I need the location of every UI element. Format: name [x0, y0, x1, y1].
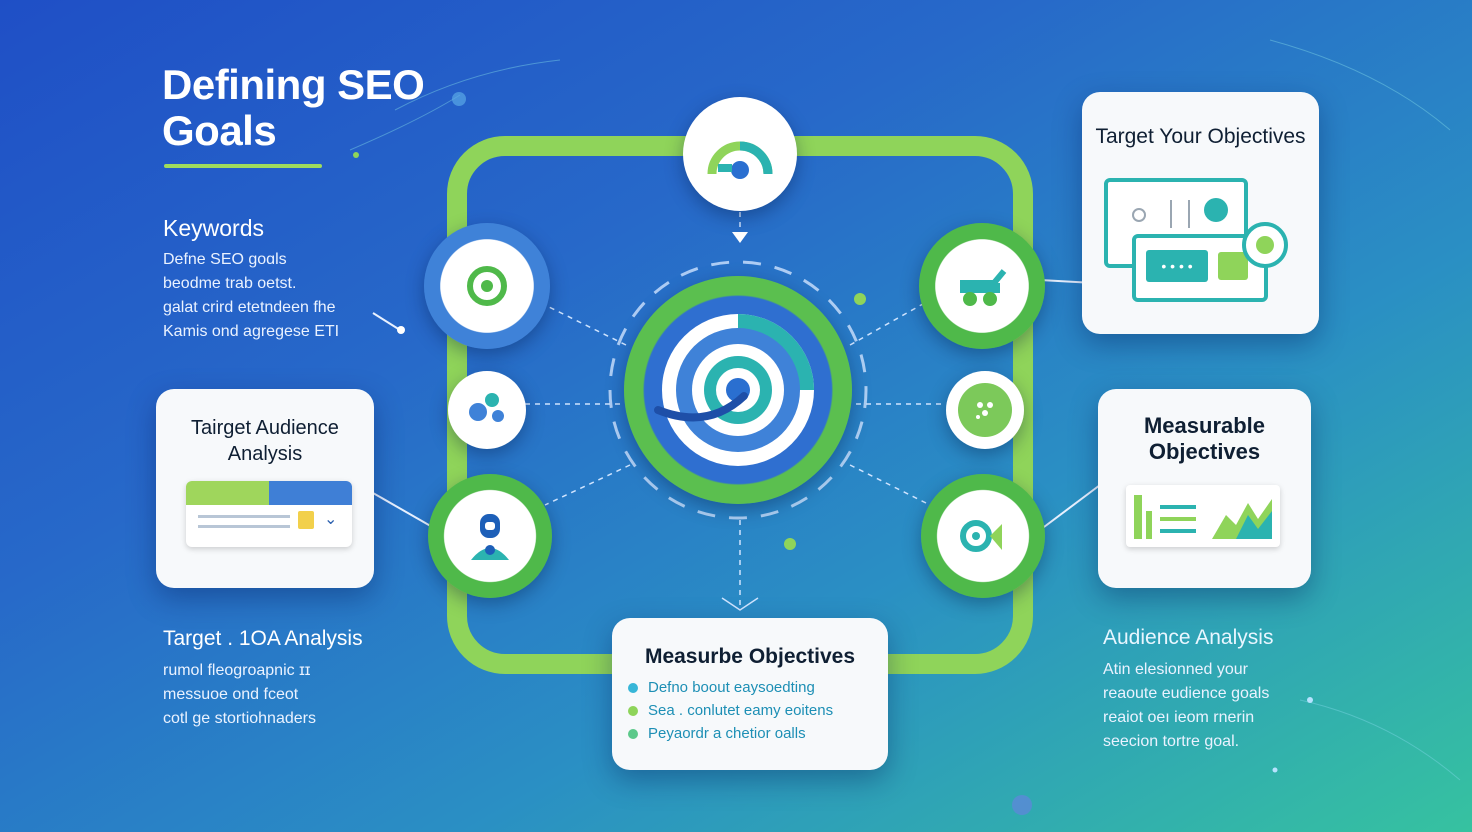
chevron-down-icon[interactable]: ⌄ — [324, 511, 338, 528]
dots-node[interactable] — [946, 371, 1024, 449]
objectives-list: Defno boout eaysoedting Sea . conlutet e… — [628, 676, 833, 745]
measurable-objectives-title: Measurable Objectives — [1143, 413, 1266, 464]
list-item-text: Defno boout eaysoedting — [648, 679, 815, 696]
text-line: galat crird etetndeen fhe — [163, 299, 336, 316]
bullet-icon — [628, 682, 638, 693]
left-top-heading: Keywords — [163, 215, 264, 241]
network-node[interactable] — [448, 371, 526, 449]
left-bottom-heading: Target . 1OA Analysis — [163, 627, 363, 650]
network-icon — [469, 393, 504, 422]
title-underline — [164, 164, 322, 168]
dots-icon — [958, 383, 1012, 437]
left-bottom-block: Target . 1OA Analysis rumol fleogroapnic… — [163, 625, 403, 731]
target-audience-card[interactable]: Tairget Audience Analysis ⌄ — [156, 389, 374, 588]
gauge-node[interactable] — [683, 97, 797, 211]
text-line: reaoute eudience goals — [1103, 685, 1270, 702]
text-line: seecion tortre goal. — [1103, 733, 1240, 750]
form-widget: ⌄ — [186, 481, 352, 547]
list-item: Defno boout eaysoedting — [628, 676, 833, 699]
badge-icon — [1242, 222, 1288, 268]
target-objectives-title: Target Your Objectives — [1095, 125, 1306, 148]
center-target[interactable] — [624, 276, 852, 504]
text-line: Kamis ond agregese ETI — [163, 323, 340, 340]
truck-node[interactable] — [919, 223, 1045, 349]
chat-node[interactable] — [424, 223, 550, 349]
left-top-block: Keywords Defne SEO goɑls beodme trab oet… — [163, 214, 383, 344]
text-line: messuoe ond fceot — [163, 686, 299, 703]
bullet-icon — [628, 705, 638, 716]
target-audience-title: Tairget Audience Analysis — [191, 417, 339, 465]
panel-widget: • • • • — [1132, 234, 1268, 302]
list-item: Sea . conlutet eamy eoitens — [628, 699, 833, 722]
right-bottom-text: Atin elesionned your reaoute eudience go… — [1103, 658, 1343, 754]
gauge-icon — [707, 141, 773, 179]
right-bottom-block: Audience Analysis Atin elesionned your r… — [1103, 624, 1343, 754]
bullet-icon — [628, 728, 638, 739]
cycle-node[interactable] — [921, 474, 1045, 598]
left-bottom-text: rumol fleogroapnic ɪɪ messuoe ond fceot … — [163, 659, 403, 731]
measure-objectives-card[interactable]: Measurbe Objectives Defno boout eaysoedt… — [612, 618, 888, 770]
user-icon — [471, 514, 509, 560]
right-bottom-heading: Audience Analysis — [1103, 626, 1274, 649]
page-title: Defining SEO Goals — [162, 61, 425, 154]
left-top-text: Defne SEO goɑls beodme trab oetst. galat… — [163, 248, 383, 344]
target-icon — [654, 314, 814, 466]
text-line: Atin elesionned your — [1103, 661, 1248, 678]
text-line: cotl ge stortiohnaders — [163, 710, 316, 727]
truck-icon — [960, 269, 1007, 306]
measurable-objectives-card[interactable]: Measurable Objectives — [1098, 389, 1311, 588]
target-objectives-card[interactable]: Target Your Objectives • • • • — [1082, 92, 1319, 334]
user-node[interactable] — [428, 474, 552, 598]
list-item-text: Peyaordr a chetior oalls — [648, 725, 806, 742]
text-line: reaiot oeı ieom rnerin — [1103, 709, 1255, 726]
text-line: rumol fleogroapnic ɪɪ — [163, 662, 311, 679]
text-line: beodme trab oetst. — [163, 275, 297, 292]
text-line: Defne SEO goɑls — [163, 251, 287, 268]
cycle-icon — [960, 520, 1002, 552]
chat-bubble-icon — [467, 266, 507, 306]
list-item: Peyaordr a chetior oalls — [628, 722, 833, 745]
chart-thumbnail — [1126, 485, 1280, 547]
list-item-text: Sea . conlutet eamy eoitens — [648, 702, 834, 719]
measure-objectives-title: Measurbe Objectives — [644, 645, 856, 668]
